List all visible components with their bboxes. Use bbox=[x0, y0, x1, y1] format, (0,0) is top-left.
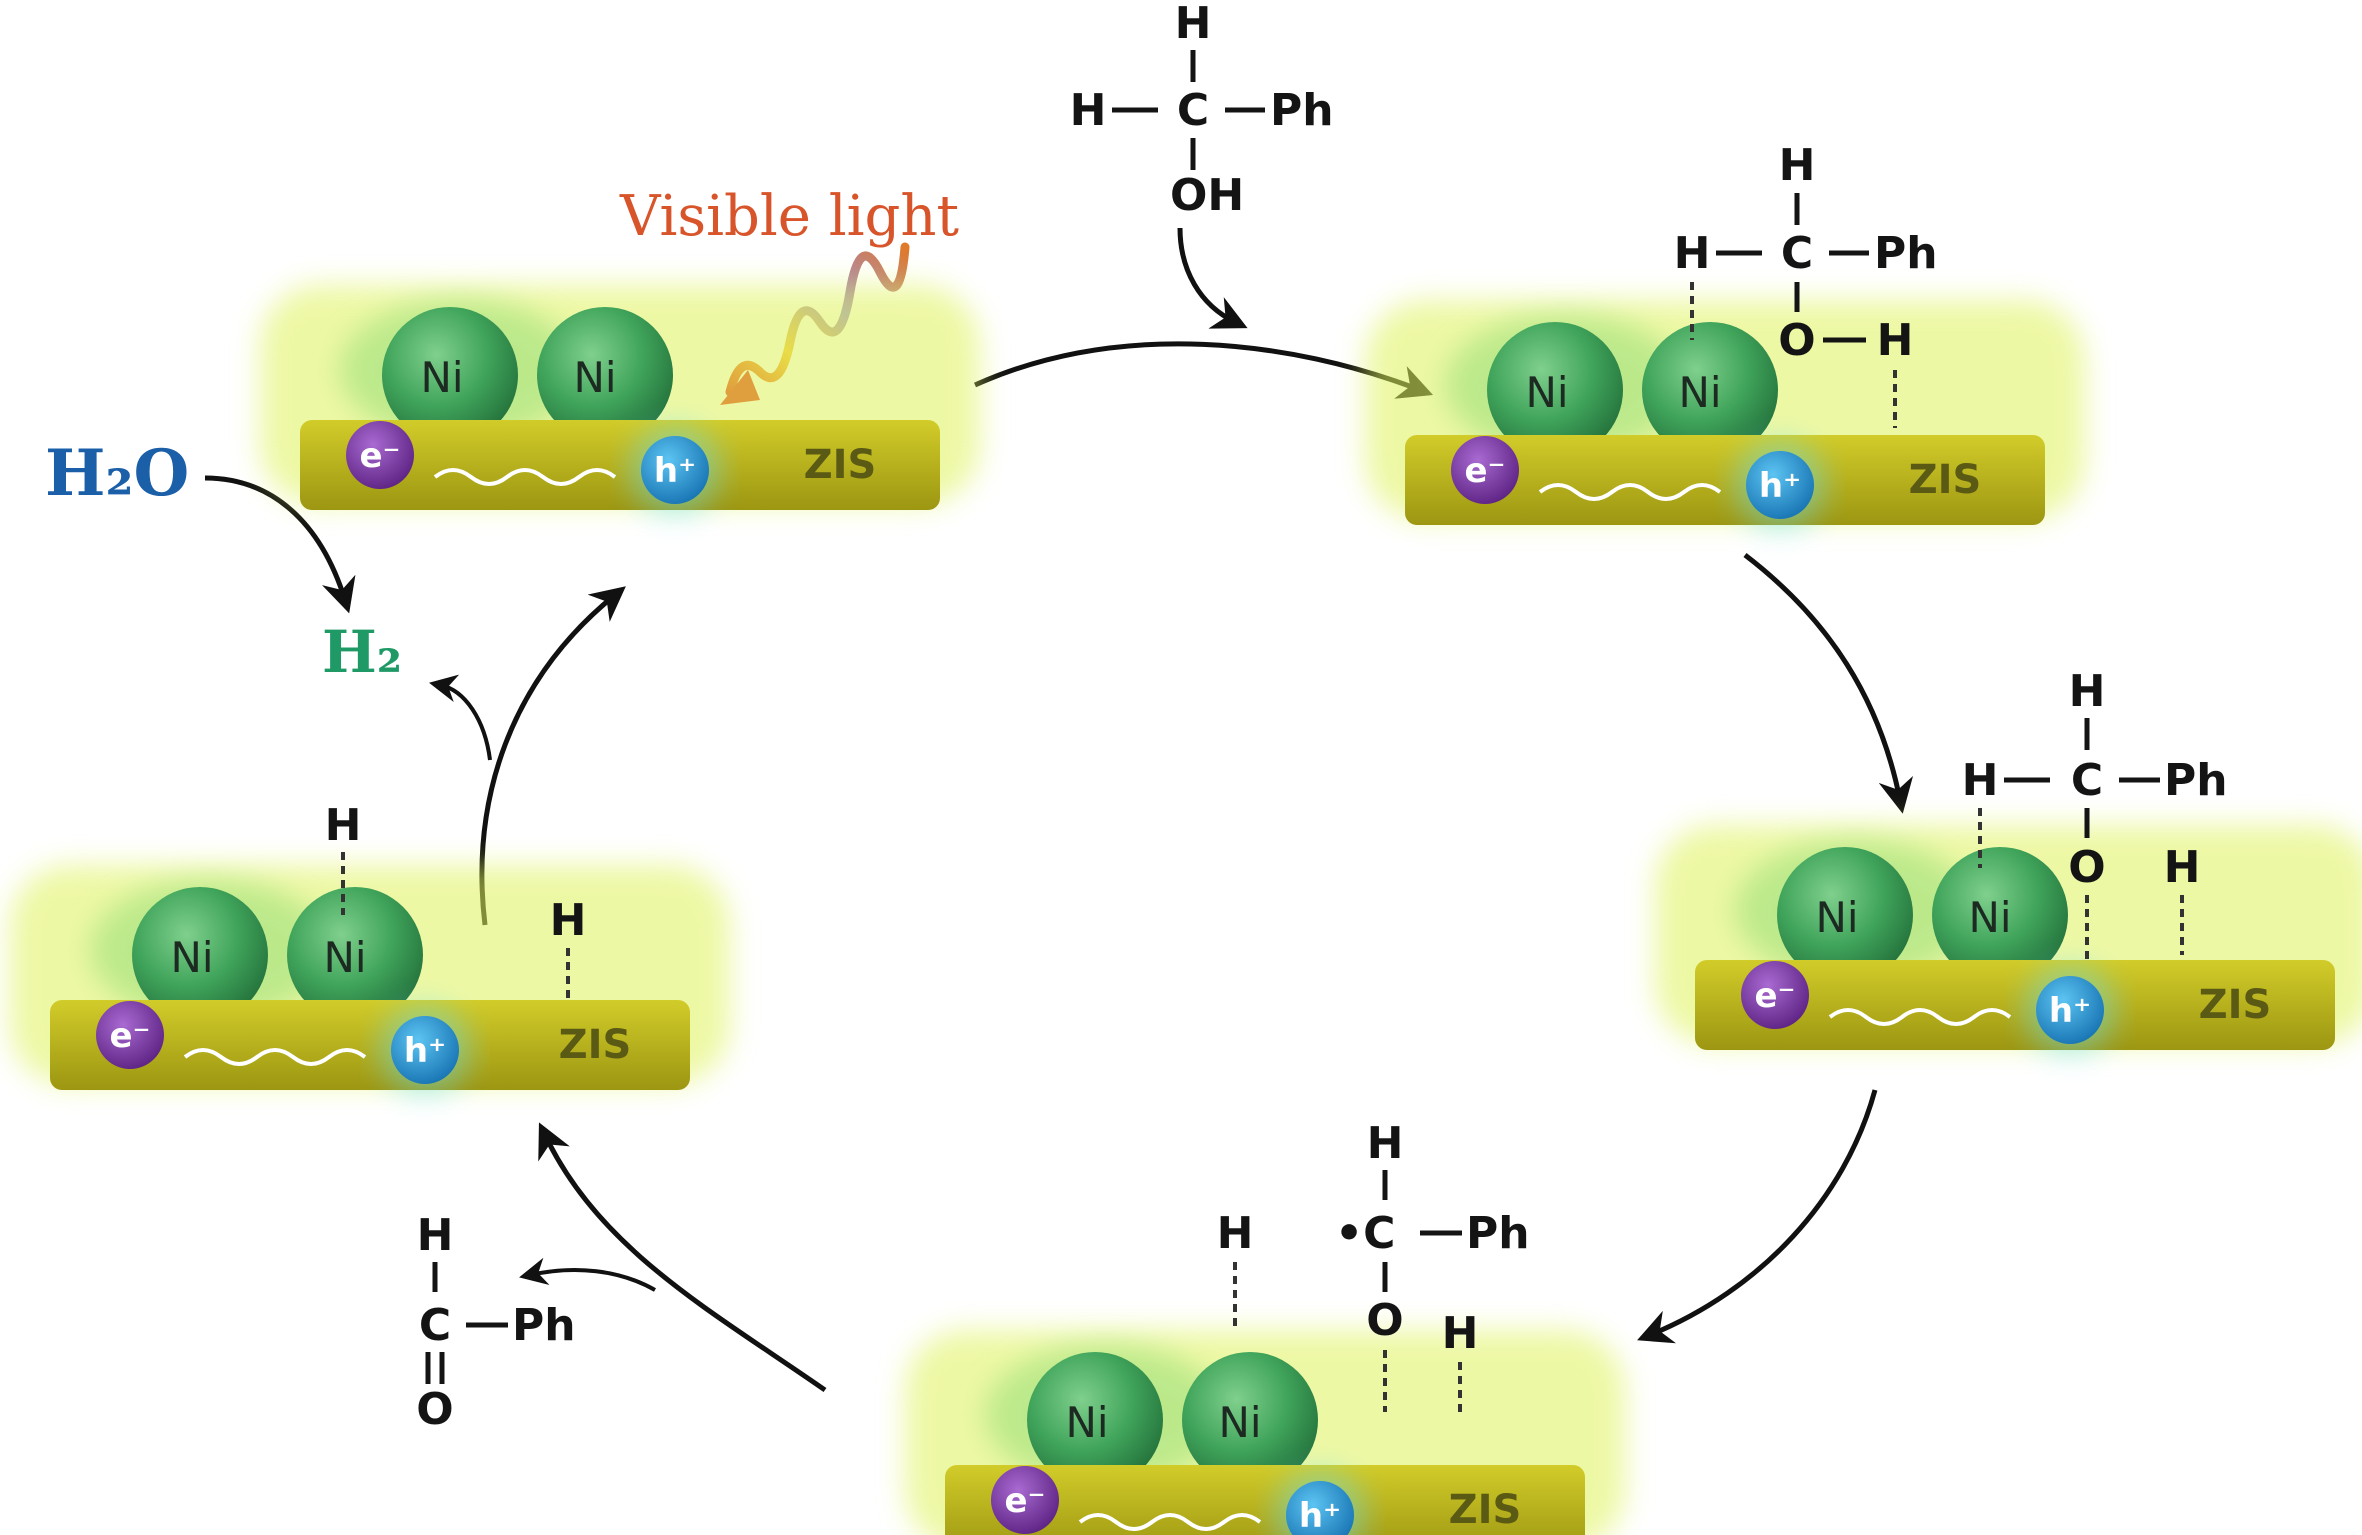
atom-h: H bbox=[1779, 140, 1816, 191]
hydroxyl-group: OH bbox=[1170, 170, 1244, 221]
radical-molecule: H H •C Ph O H bbox=[1217, 1118, 1530, 1418]
phenyl-group: Ph bbox=[512, 1300, 576, 1351]
arrow-adsorbed-to-dissociated bbox=[1743, 553, 1914, 814]
zis-label: ZIS bbox=[1449, 1487, 1522, 1533]
arrow-radical-to-hydride bbox=[538, 1122, 827, 1393]
atom-h: H bbox=[325, 800, 362, 851]
ni-label: Ni bbox=[1525, 368, 1568, 417]
atom-h: H bbox=[1175, 0, 1212, 49]
ni-label: Ni bbox=[1678, 368, 1721, 417]
hole-label: h⁺ bbox=[2049, 991, 2091, 1031]
hole-label: h⁺ bbox=[654, 451, 696, 491]
electron-icon bbox=[991, 1466, 1059, 1534]
ni-label: Ni bbox=[1968, 893, 2011, 942]
phenyl-group: Ph bbox=[1466, 1208, 1530, 1259]
atom-h: H bbox=[417, 1210, 454, 1261]
atom-o: O bbox=[416, 1384, 453, 1435]
atom-c: C bbox=[1177, 85, 1209, 136]
electron-icon bbox=[1451, 436, 1519, 504]
hole-icon bbox=[1286, 1481, 1354, 1535]
catalyst-dissociated-state: Ni Ni e⁻ h⁺ ZIS bbox=[1655, 825, 2362, 1056]
atom-c: C bbox=[2071, 755, 2103, 806]
atom-c: C bbox=[419, 1300, 451, 1351]
ni-label: Ni bbox=[573, 353, 616, 402]
water-label: H₂O bbox=[45, 436, 189, 511]
hole-icon bbox=[641, 436, 709, 504]
zis-label: ZIS bbox=[2199, 982, 2272, 1028]
electron-icon bbox=[1741, 961, 1809, 1029]
ni-label: Ni bbox=[323, 933, 366, 982]
zis-label: ZIS bbox=[1909, 457, 1982, 503]
catalyst-light-state: Ni Ni e⁻ h⁺ ZIS bbox=[260, 285, 980, 516]
hole-icon bbox=[1746, 451, 1814, 519]
atom-h: H bbox=[1442, 1308, 1479, 1359]
electron-label: e⁻ bbox=[1754, 976, 1795, 1016]
electron-label: e⁻ bbox=[1004, 1481, 1045, 1521]
atom-o: O bbox=[1366, 1295, 1403, 1346]
hole-label: h⁺ bbox=[404, 1031, 446, 1071]
zis-label: ZIS bbox=[804, 442, 877, 488]
reactant-molecule: H H C Ph OH bbox=[1070, 0, 1334, 221]
radical-carbon: •C bbox=[1335, 1208, 1395, 1259]
arrow-hydrogen-release bbox=[429, 674, 492, 761]
catalyst-radical-state: Ni Ni e⁻ h⁺ ZIS bbox=[905, 1330, 1625, 1535]
arrow-light-to-adsorbed bbox=[973, 341, 1434, 399]
catalyst-adsorbed-state: Ni Ni e⁻ h⁺ ZIS bbox=[1365, 300, 2085, 531]
atom-h: H bbox=[1962, 755, 1999, 806]
electron-label: e⁻ bbox=[109, 1016, 150, 1056]
ni-label: Ni bbox=[420, 353, 463, 402]
atom-o: O bbox=[2068, 842, 2105, 893]
visible-light-label: Visible light bbox=[619, 184, 959, 249]
ni-label: Ni bbox=[170, 933, 213, 982]
ni-label: Ni bbox=[1065, 1398, 1108, 1447]
atom-o: O bbox=[1778, 315, 1815, 366]
electron-label: e⁻ bbox=[1464, 451, 1505, 491]
arrow-dissociated-to-radical bbox=[1637, 1089, 1878, 1344]
atom-h: H bbox=[2069, 666, 2106, 717]
phenyl-group: Ph bbox=[1270, 85, 1334, 136]
atom-h: H bbox=[2164, 842, 2201, 893]
hydrogen-label: H₂ bbox=[322, 618, 402, 686]
atom-h: H bbox=[1674, 228, 1711, 279]
arrow-product-release bbox=[519, 1257, 656, 1292]
product-molecule: H C Ph O bbox=[416, 1210, 575, 1435]
hole-label: h⁺ bbox=[1299, 1496, 1341, 1535]
hole-label: h⁺ bbox=[1759, 466, 1801, 506]
arrow-reactant-in bbox=[1177, 227, 1248, 329]
atom-h: H bbox=[1217, 1208, 1254, 1259]
ni-label: Ni bbox=[1815, 893, 1858, 942]
electron-icon bbox=[96, 1001, 164, 1069]
electron-label: e⁻ bbox=[359, 436, 400, 476]
hole-icon bbox=[2036, 976, 2104, 1044]
arrow-water-to-hydrogen bbox=[204, 475, 356, 614]
atom-h: H bbox=[1070, 85, 1107, 136]
atom-h: H bbox=[1367, 1118, 1404, 1169]
zis-label: ZIS bbox=[559, 1022, 632, 1068]
electron-icon bbox=[346, 421, 414, 489]
dissociated-molecule: H H C Ph O H bbox=[1962, 666, 2228, 962]
phenyl-group: Ph bbox=[2164, 755, 2228, 806]
phenyl-group: Ph bbox=[1874, 228, 1938, 279]
hydride-atoms: H H bbox=[325, 800, 587, 1000]
catalyst-hydride-state: Ni Ni e⁻ h⁺ ZIS bbox=[10, 865, 730, 1096]
atom-h: H bbox=[550, 895, 587, 946]
atom-h: H bbox=[1877, 315, 1914, 366]
atom-c: C bbox=[1781, 228, 1813, 279]
hole-icon bbox=[391, 1016, 459, 1084]
ni-label: Ni bbox=[1218, 1398, 1261, 1447]
adsorbed-molecule: H H C Ph O H bbox=[1674, 140, 1938, 428]
